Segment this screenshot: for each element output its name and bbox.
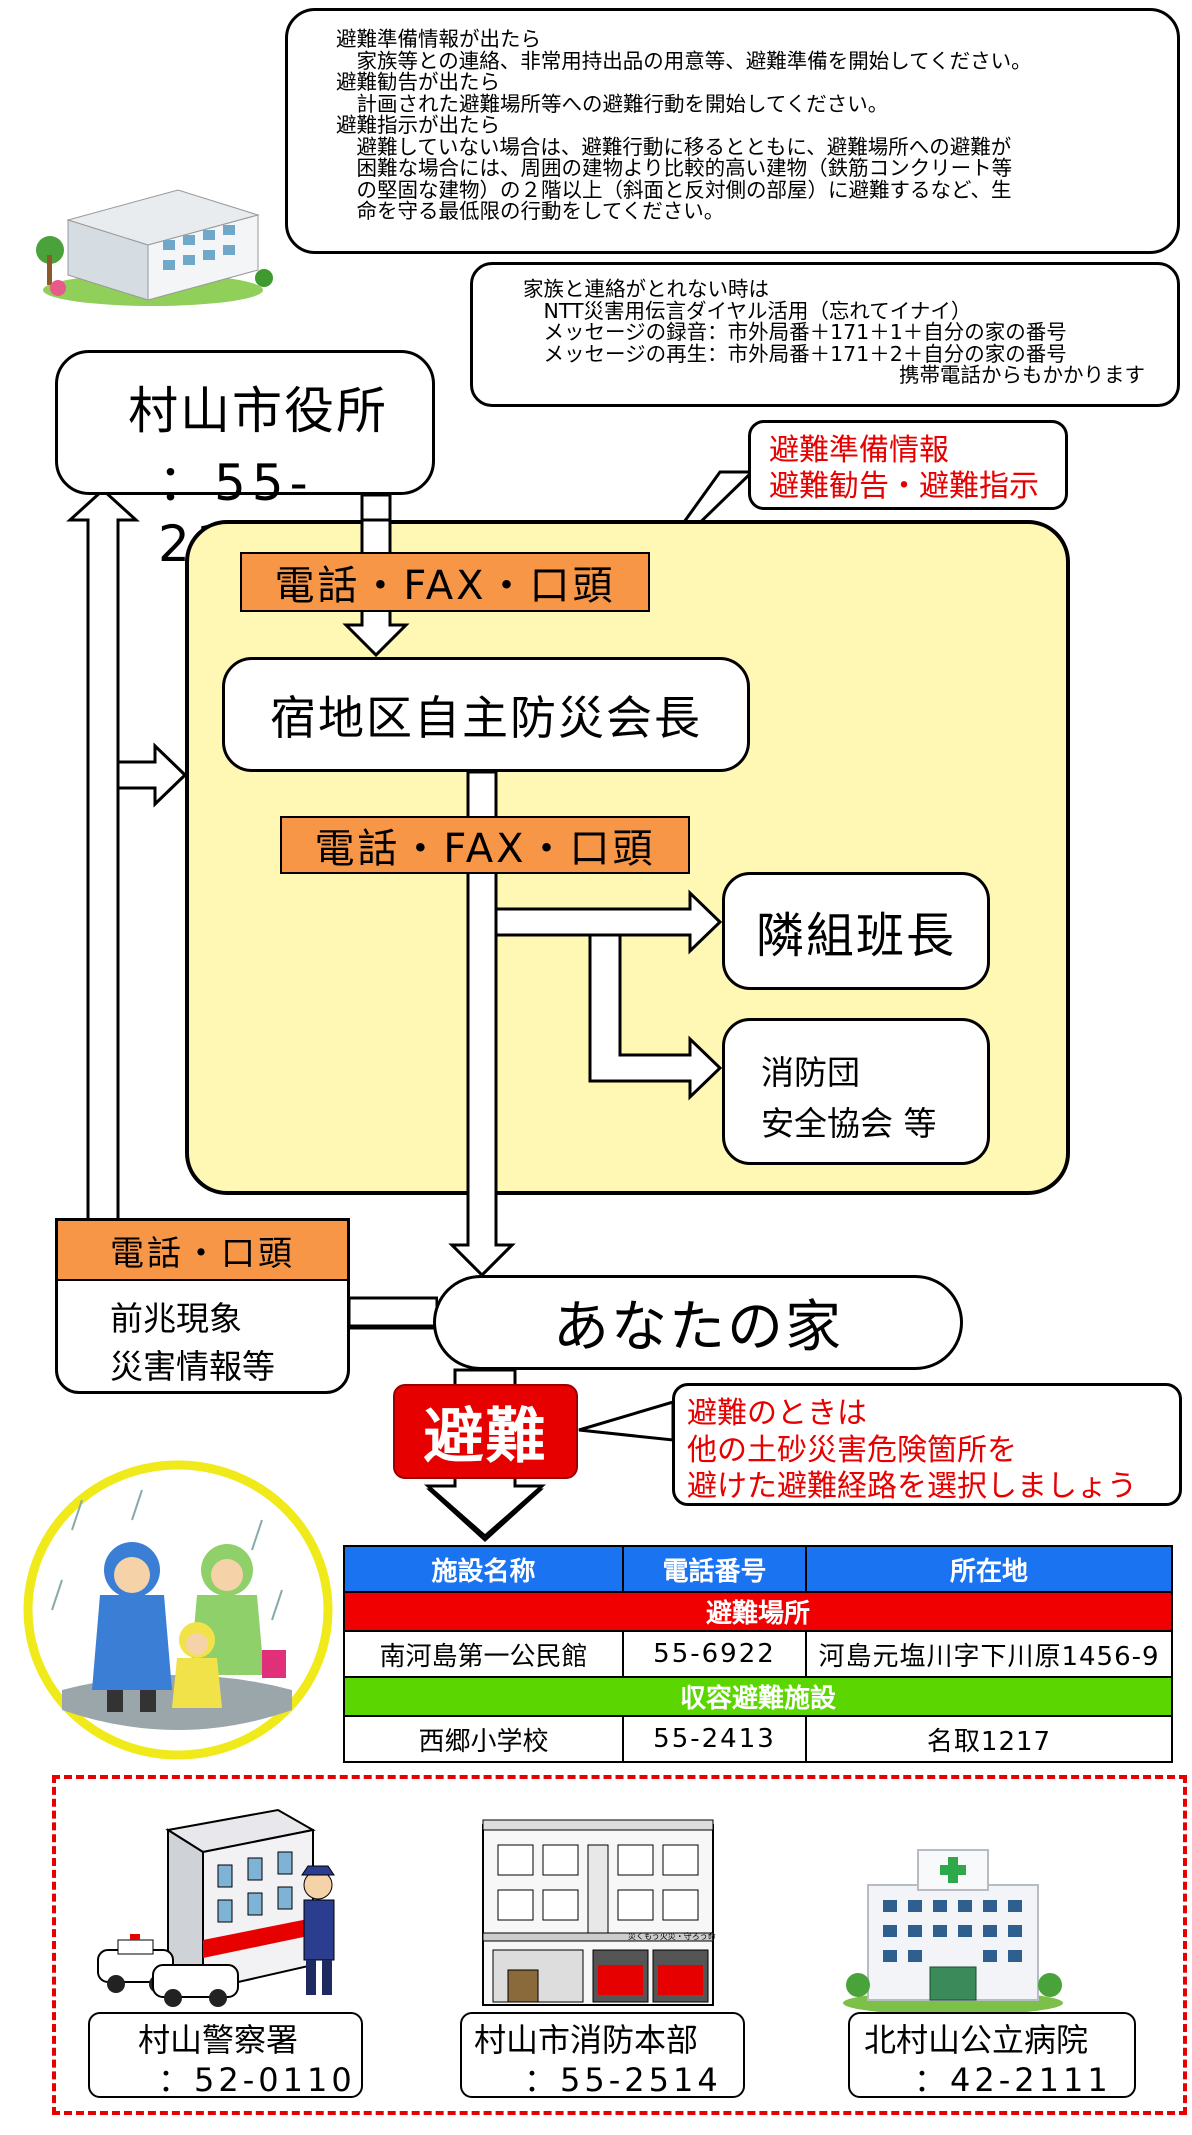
neighbor-leader-label: 隣組班長 bbox=[755, 908, 956, 964]
channel-label-1: 電話・FAX・口頭 bbox=[240, 552, 650, 612]
evac-callout: 避難のときは 他の土砂災害危険箇所を 避けた避難経路を選択しましょう bbox=[672, 1383, 1182, 1506]
police-contact-box: 村山警察署 ：52-0110 bbox=[88, 2012, 363, 2099]
evac-callout-line-2: 他の土砂災害危険箇所を bbox=[687, 1432, 1017, 1468]
channel-label-2: 電話・FAX・口頭 bbox=[280, 816, 690, 874]
alert-callout: 避難準備情報 避難勧告・避難指示 bbox=[748, 420, 1068, 510]
evacuating-family-illustration bbox=[23, 1460, 333, 1760]
police-phone: ：52-0110 bbox=[158, 2061, 356, 2099]
table-row: 西郷小学校 55-2413 名取1217 bbox=[343, 1715, 1173, 1763]
fire-brigade-line-2: 安全協会 等 bbox=[761, 1104, 937, 1144]
cell-address: 名取1217 bbox=[805, 1715, 1173, 1763]
report-line-1: 前兆現象 bbox=[110, 1299, 242, 1338]
table-row: 南河島第一公民館 55-6922 河島元塩川字下川原1456-9 bbox=[343, 1630, 1173, 1678]
evac-callout-line-3: 避けた避難経路を選択しましょう bbox=[687, 1469, 1137, 1505]
notice-line: 計画された避難場所等への避難行動を開始してください。 bbox=[336, 91, 889, 116]
alert-line-2: 避難勧告・避難指示 bbox=[769, 469, 1039, 504]
notice-line: 避難していない場合は、避難行動に移るとともに、避難場所への避難が bbox=[336, 134, 1012, 159]
section-shelter: 収容避難施設 bbox=[343, 1676, 1173, 1717]
fire-dept-contact-box: 村山市消防本部 ：55-2514 bbox=[460, 2012, 745, 2099]
neighbor-leader-box: 隣組班長 bbox=[722, 872, 990, 990]
evacuate-badge: 避難 bbox=[393, 1384, 578, 1479]
chief-box: 宿地区自主防災会長 bbox=[222, 657, 750, 772]
fire-station-illustration: 災くもう火災・守ろう命 bbox=[482, 1819, 716, 2006]
contact-line: 家族と連絡がとれない時は bbox=[523, 277, 769, 301]
police-station-illustration bbox=[97, 1808, 335, 2007]
school-building-illustration bbox=[36, 189, 273, 306]
cell-phone: 55-2413 bbox=[622, 1715, 807, 1763]
cell-address: 河島元塩川字下川原1456-9 bbox=[805, 1630, 1173, 1678]
hospital-illustration bbox=[843, 1849, 1063, 2015]
city-office-name: 村山市役所 bbox=[128, 382, 388, 440]
fire-brigade-box: 消防団 安全協会 等 bbox=[722, 1018, 990, 1165]
police-name: 村山警察署 bbox=[138, 2021, 299, 2059]
report-box: 電話・口頭 前兆現象 災害情報等 bbox=[55, 1218, 350, 1394]
notice-line: 困難な場合には、周囲の建物より比較的高い建物（鉄筋コンクリート等 bbox=[336, 156, 1013, 181]
your-home-box: あなたの家 bbox=[433, 1275, 963, 1370]
facilities-table: 施設名称 電話番号 所在地 避難場所 南河島第一公民館 55-6922 河島元塩… bbox=[343, 1545, 1173, 1763]
evac-callout-tail bbox=[578, 1400, 675, 1442]
home-report-connector bbox=[348, 1296, 438, 1328]
notice-line: 家族等との連絡、非常用持出品の用意等、避難準備を開始してください。 bbox=[336, 48, 1032, 73]
fire-dept-name: 村山市消防本部 bbox=[474, 2021, 699, 2059]
header-phone: 電話番号 bbox=[622, 1545, 807, 1593]
contact-notice-box: 家族と連絡がとれない時は NTT災害用伝言ダイヤル活用（忘れてイナイ） メッセー… bbox=[470, 262, 1180, 407]
contact-line: NTT災害用伝言ダイヤル活用（忘れてイナイ） bbox=[523, 298, 972, 323]
notice-line: の堅固な建物）の２階以上（斜面と反対側の部屋）に避難するなど、生 bbox=[336, 177, 1012, 202]
hospital-contact-box: 北村山公立病院 ：42-2111 bbox=[848, 2012, 1136, 2099]
header-address: 所在地 bbox=[805, 1545, 1173, 1593]
header-facility: 施設名称 bbox=[343, 1545, 624, 1593]
fire-station-sign: 災くもう火災・守ろう命 bbox=[628, 1931, 716, 1941]
section-evac-site: 避難場所 bbox=[343, 1591, 1173, 1632]
hospital-phone: ：42-2111 bbox=[914, 2061, 1112, 2099]
report-channel: 電話・口頭 bbox=[58, 1221, 347, 1281]
cell-facility: 西郷小学校 bbox=[343, 1715, 624, 1763]
fire-dept-phone: ：55-2514 bbox=[524, 2061, 722, 2099]
report-line-2: 災害情報等 bbox=[110, 1346, 275, 1386]
section-label: 避難場所 bbox=[343, 1591, 1173, 1632]
cell-facility: 南河島第一公民館 bbox=[343, 1630, 624, 1678]
emergency-services-box bbox=[52, 1775, 1187, 2115]
fire-brigade-line-1: 消防団 bbox=[761, 1053, 860, 1092]
evac-callout-line-1: 避難のときは bbox=[687, 1396, 867, 1431]
contact-line: メッセージの再生：市外局番＋171＋2＋自分の家の番号 bbox=[523, 341, 1067, 366]
table-header-row: 施設名称 電話番号 所在地 bbox=[343, 1545, 1173, 1593]
cell-phone: 55-6922 bbox=[622, 1630, 807, 1678]
notice-line: 避難勧告が出たら bbox=[336, 70, 500, 95]
notice-line: 避難指示が出たら bbox=[336, 113, 500, 138]
chief-label: 宿地区自主防災会長 bbox=[270, 690, 702, 745]
up-arrow bbox=[66, 487, 140, 1260]
top-notice-box: 避難準備情報が出たら 家族等との連絡、非常用持出品の用意等、避難準備を開始してく… bbox=[285, 8, 1180, 254]
section-label: 収容避難施設 bbox=[343, 1676, 1173, 1717]
notice-line: 避難準備情報が出たら bbox=[336, 27, 541, 51]
notice-line: 命を守る最低限の行動をしてください。 bbox=[336, 199, 725, 224]
your-home-label: あなたの家 bbox=[553, 1295, 843, 1360]
contact-mobile-line: 携帯電話からもかかります bbox=[899, 363, 1145, 388]
contact-line: メッセージの録音：市外局番＋171＋1＋自分の家の番号 bbox=[523, 320, 1067, 345]
alert-line-1: 避難準備情報 bbox=[769, 433, 949, 468]
evacuate-label: 避難 bbox=[423, 1402, 548, 1472]
hospital-name: 北村山公立病院 bbox=[864, 2021, 1089, 2059]
